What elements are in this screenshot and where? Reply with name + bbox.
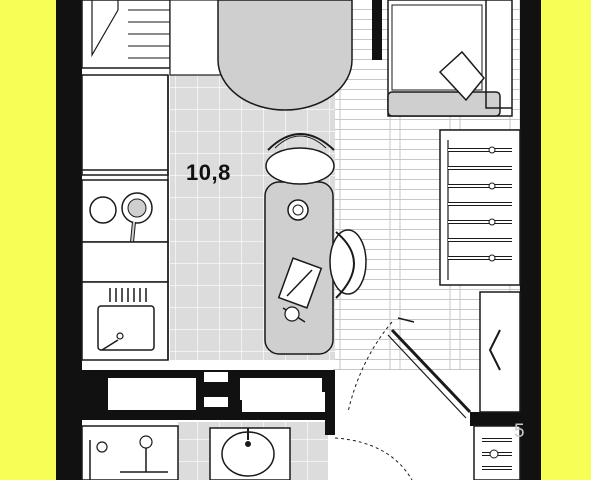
refrigerator-icon bbox=[81, 74, 169, 176]
chevron-icon bbox=[488, 329, 501, 371]
wardrobe-icon bbox=[439, 129, 521, 286]
place-setting-icon bbox=[277, 257, 323, 323]
round-table-icon bbox=[217, 0, 353, 111]
surround-left bbox=[0, 0, 56, 480]
bathroom-door-swing bbox=[334, 437, 413, 480]
wall-left bbox=[56, 0, 82, 480]
corner-number-label: 5 bbox=[514, 421, 525, 442]
sofa-bed-icon bbox=[387, 0, 513, 117]
bathroom-sink-icon bbox=[209, 427, 291, 480]
wall-right bbox=[520, 0, 541, 480]
chair-icon bbox=[265, 133, 335, 185]
room-area-label: 10,8 bbox=[186, 160, 231, 185]
shower-icon bbox=[81, 425, 179, 480]
surround-right bbox=[541, 0, 591, 480]
cabinet-door bbox=[91, 0, 119, 58]
chair-icon bbox=[329, 229, 367, 299]
shoe-rack-icon bbox=[473, 425, 521, 480]
door-swing-icon bbox=[347, 317, 472, 419]
drain-rack bbox=[109, 288, 147, 302]
entry-closet bbox=[479, 291, 521, 413]
pillow-icon bbox=[438, 50, 485, 102]
